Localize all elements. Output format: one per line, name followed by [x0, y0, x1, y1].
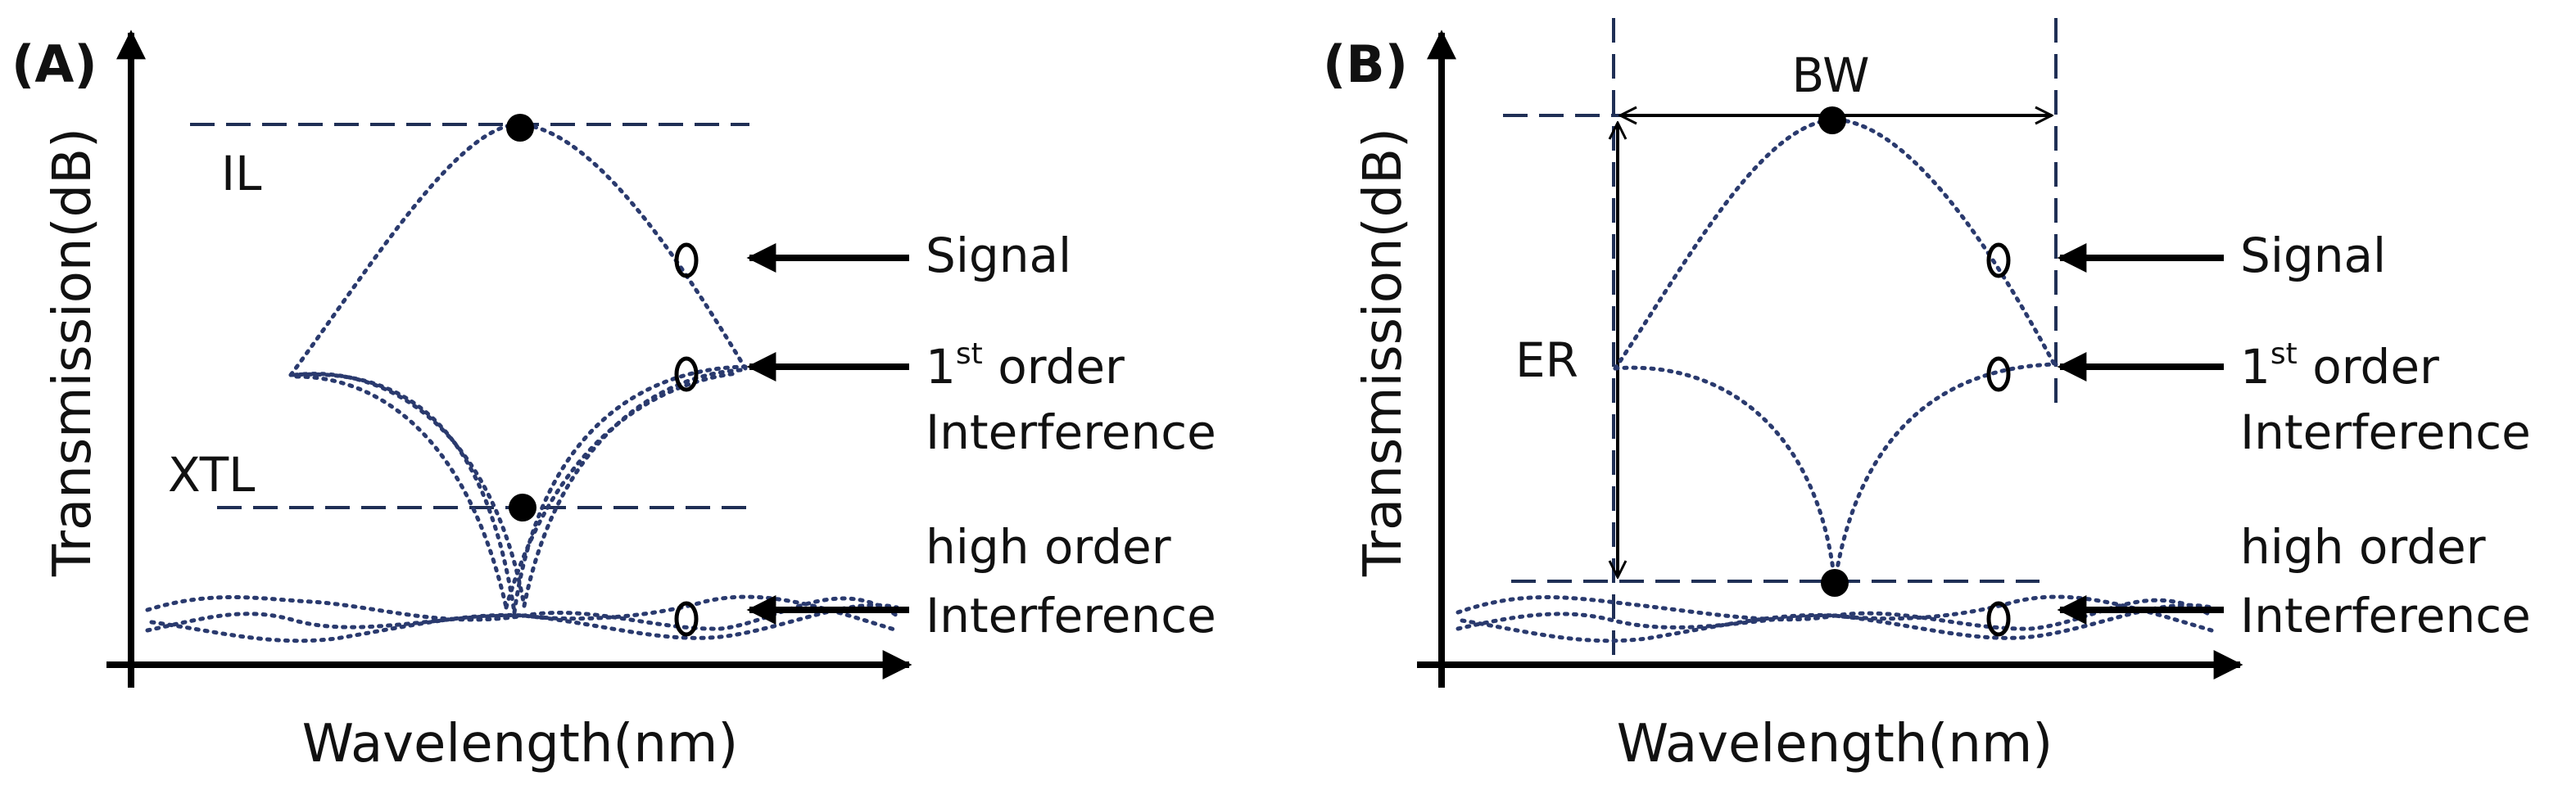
panel-b-high-order-label-line1: high order — [2240, 519, 2486, 575]
panel-a-label: (A) — [11, 34, 97, 94]
panel-b-signal-circle — [1986, 242, 2011, 278]
panel-a-il-label: IL — [221, 146, 261, 201]
panel-b-signal-label: Signal — [2240, 228, 2386, 283]
panel-a-signal-label: Signal — [926, 228, 1071, 283]
panel-b-peak-dot — [1818, 106, 1846, 134]
panel-b-label: (B) — [1323, 34, 1408, 94]
panel-a-high-order-circle — [674, 601, 699, 637]
panel-b-high-order-curve-3 — [1460, 594, 2214, 643]
panel-b-x-label: Wavelength(nm) — [1617, 714, 2053, 774]
panel-a-signal-circle — [674, 242, 699, 278]
panel-b-first-order-right-curve — [1832, 362, 2058, 585]
panel-a-first-order-curve-1 — [288, 372, 517, 615]
panel-b-high-order-circle — [1986, 601, 2011, 637]
panel-a-first-order-curve-2 — [292, 372, 527, 608]
panel-a-high-order-label-line1: high order — [926, 519, 1171, 575]
panel-a-first-order-curve-6 — [504, 371, 740, 610]
panel-b-first-order-label-line2: Interference — [2240, 404, 2531, 460]
panel-b-high-order-label-line2: Interference — [2240, 588, 2531, 643]
panel-a-xtl-dot — [509, 494, 536, 521]
panel-a-xtl-label: XTL — [168, 447, 255, 503]
panel-b: (B) Transmission(dB) Wavelength(nm) BW E… — [1323, 18, 2531, 774]
panel-a-first-order-label: 1st order — [926, 337, 1125, 395]
panel-a-first-order-circle — [674, 356, 699, 392]
panel-a-il-dot — [506, 114, 534, 142]
panel-a-first-order-label-line2: Interference — [926, 404, 1216, 460]
panel-a-x-label: Wavelength(nm) — [302, 714, 739, 774]
panel-a-first-order-curve-3 — [294, 374, 509, 610]
panel-b-bw-label: BW — [1791, 47, 1869, 103]
panel-a-y-label: Transmission(dB) — [43, 128, 103, 577]
panel-b-high-order-curve-2 — [1456, 603, 2214, 640]
panel-a-first-order-curve-5 — [522, 368, 744, 608]
panel-a-high-order-label-line2: Interference — [926, 588, 1216, 643]
panel-b-first-order-circle — [1986, 356, 2011, 392]
panel-b-first-order-label: 1st order — [2240, 337, 2439, 395]
panel-a-first-order-curve-4 — [512, 364, 748, 615]
panel-a: (A) Transmission(dB) Wavelength(nm) IL X… — [11, 29, 1216, 774]
panel-b-signal-curve — [1613, 117, 2057, 371]
panel-b-first-order-left-curve — [1613, 365, 1837, 585]
panel-b-floor-dot — [1821, 569, 1849, 597]
panel-b-er-label: ER — [1515, 332, 1578, 388]
panel-a-high-order-curve-2 — [145, 603, 899, 640]
panel-b-y-label: Transmission(dB) — [1353, 128, 1414, 577]
